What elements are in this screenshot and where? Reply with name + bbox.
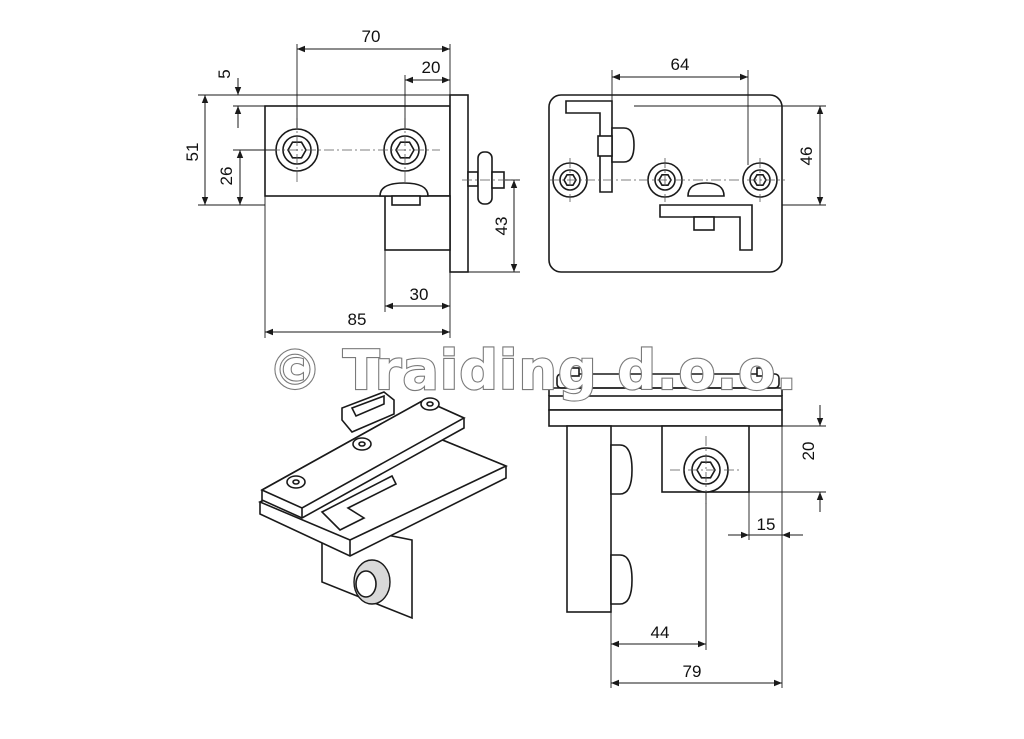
side-plate-low bbox=[548, 409, 783, 427]
side-vertical-plate bbox=[566, 425, 612, 613]
lower-angle-bracket bbox=[659, 204, 753, 251]
dim-label-51: 51 bbox=[183, 143, 202, 162]
iso-screw-2 bbox=[352, 437, 372, 451]
dim-label-30: 30 bbox=[410, 285, 429, 304]
dim-label-20-side: 20 bbox=[799, 442, 818, 461]
dim-label-85: 85 bbox=[348, 310, 367, 329]
lower-roller-mount bbox=[693, 216, 715, 231]
watermark-text: © Traiding d.o.o. bbox=[268, 339, 798, 402]
upper-roller bbox=[611, 127, 635, 163]
side-roller-lower bbox=[610, 554, 633, 605]
iso-screw-1 bbox=[286, 475, 306, 489]
iso-angle-slot bbox=[320, 474, 398, 531]
side-top-screw-left bbox=[564, 367, 580, 377]
roller-base bbox=[391, 195, 421, 206]
dim-label-43: 43 bbox=[492, 217, 511, 236]
dim-label-20: 20 bbox=[422, 58, 441, 77]
dim-label-26: 26 bbox=[217, 167, 236, 186]
lower-roller-cap bbox=[687, 182, 725, 197]
dim-label-70: 70 bbox=[362, 27, 381, 46]
isometric-view bbox=[258, 391, 508, 620]
iso-roller-hub bbox=[355, 570, 377, 598]
iso-back-bracket-slot bbox=[350, 394, 385, 418]
side-view: 20 15 44 79 bbox=[548, 367, 826, 688]
dim-label-5: 5 bbox=[215, 69, 234, 78]
dim-label-46: 46 bbox=[797, 147, 816, 166]
iso-clamp-bar-top bbox=[260, 399, 466, 509]
front-view: 70 20 5 51 26 43 30 85 bbox=[183, 27, 520, 338]
roller-cap bbox=[379, 182, 429, 197]
iso-screw-3 bbox=[420, 397, 440, 411]
dim-label-64: 64 bbox=[671, 55, 690, 74]
upper-roller-mount bbox=[597, 135, 613, 157]
side-top-screw-right bbox=[756, 367, 772, 377]
dim-label-44: 44 bbox=[651, 623, 670, 642]
top-view: 64 46 bbox=[548, 55, 826, 273]
side-plate bbox=[449, 94, 469, 273]
dim-label-79: 79 bbox=[683, 662, 702, 681]
side-roller-upper bbox=[610, 444, 633, 495]
roller-wheel bbox=[477, 151, 493, 205]
bolt-shaft bbox=[467, 171, 479, 187]
dim-label-15: 15 bbox=[757, 515, 776, 534]
